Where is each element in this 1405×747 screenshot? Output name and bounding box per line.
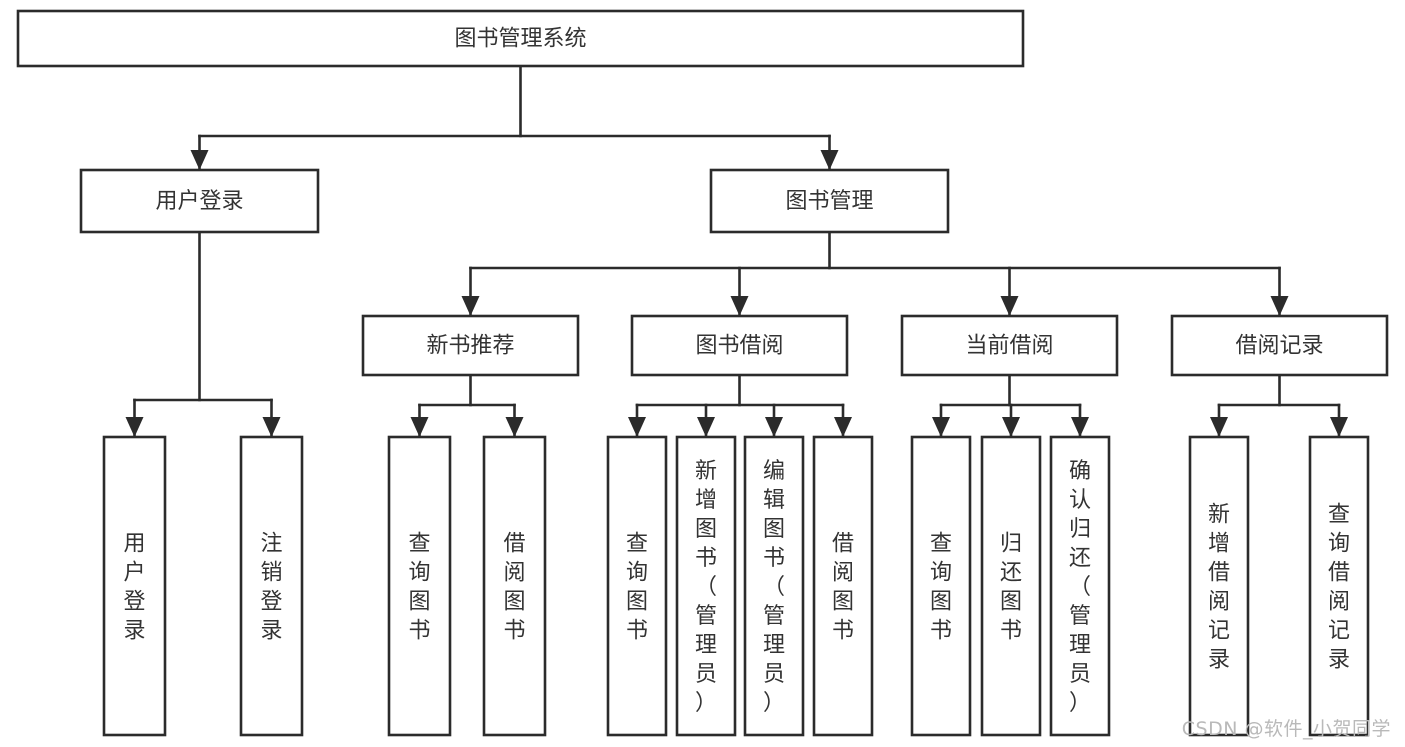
node-label: 新增图书（管理员） <box>695 459 717 716</box>
node-box <box>239 435 304 737</box>
arrow-head-icon <box>410 417 429 437</box>
node-box <box>630 314 849 377</box>
arrow-head-icon <box>1071 417 1089 437</box>
arrow-head-icon <box>1000 296 1019 316</box>
node-label: 借阅图书 <box>832 532 854 644</box>
arrow-head-icon <box>834 417 852 437</box>
node-box <box>709 168 950 234</box>
node-borrow[interactable]: 图书借阅 <box>630 314 849 377</box>
node-box <box>79 168 320 234</box>
node-box <box>1170 314 1389 377</box>
node-box <box>1188 435 1250 737</box>
node-box <box>16 9 1025 68</box>
connector-lines-layer <box>125 64 1348 439</box>
arrow-head-icon <box>125 417 144 437</box>
node-box <box>900 314 1119 377</box>
node-label: 当前借阅 <box>965 334 1053 359</box>
node-newbook[interactable]: 新书推荐 <box>361 314 580 377</box>
node-box <box>482 435 547 737</box>
arrow-head-icon <box>1330 417 1348 437</box>
node-label: 借阅记录 <box>1235 334 1323 359</box>
node-leaf2[interactable]: 注销登录 <box>239 435 304 737</box>
arrow-head-icon <box>1002 417 1020 437</box>
node-record[interactable]: 借阅记录 <box>1170 314 1389 377</box>
node-leaf7[interactable]: 编辑图书（管理员） <box>743 435 805 737</box>
node-label: 图书借阅 <box>695 334 783 359</box>
node-leaf8[interactable]: 借阅图书 <box>812 435 874 737</box>
arrow-head-icon <box>1210 417 1228 437</box>
arrow-head-icon <box>765 417 783 437</box>
node-label: 确认归还（管理员） <box>1069 459 1091 716</box>
node-label: 用户登录 <box>155 189 243 214</box>
arrow-head-icon <box>628 417 646 437</box>
node-bookmgmt[interactable]: 图书管理 <box>709 168 950 234</box>
node-box <box>675 435 737 737</box>
arrow-head-icon <box>461 296 480 316</box>
node-box <box>1308 435 1370 737</box>
node-leaf13[interactable]: 查询借阅记录 <box>1308 435 1370 737</box>
arrow-head-icon <box>262 417 281 437</box>
node-box <box>980 435 1042 737</box>
node-label: 查询图书 <box>930 532 952 644</box>
node-leaf12[interactable]: 新增借阅记录 <box>1188 435 1250 737</box>
node-label: 新增借阅记录 <box>1208 503 1230 673</box>
node-label: 查询图书 <box>626 532 648 644</box>
nodes-layer: 图书管理系统用户登录图书管理新书推荐图书借阅当前借阅借阅记录用户登录注销登录查询… <box>16 9 1389 737</box>
node-leaf4[interactable]: 借阅图书 <box>482 435 547 737</box>
arrow-head-icon <box>932 417 950 437</box>
node-leaf5[interactable]: 查询图书 <box>606 435 668 737</box>
arrow-head-icon <box>190 150 209 170</box>
node-label: 编辑图书（管理员） <box>763 459 785 716</box>
node-box <box>910 435 972 737</box>
node-label: 新书推荐 <box>426 334 514 359</box>
node-label: 归还图书 <box>1000 532 1022 644</box>
node-leaf9[interactable]: 查询图书 <box>910 435 972 737</box>
node-label: 图书管理系统 <box>454 27 586 52</box>
arrow-head-icon <box>1270 296 1289 316</box>
node-leaf1[interactable]: 用户登录 <box>102 435 167 737</box>
node-label: 查询图书 <box>408 532 430 644</box>
node-label: 图书管理 <box>785 189 873 214</box>
node-root[interactable]: 图书管理系统 <box>16 9 1025 68</box>
arrow-head-icon <box>697 417 715 437</box>
node-box <box>743 435 805 737</box>
node-box <box>361 314 580 377</box>
node-label: 注销登录 <box>260 532 282 644</box>
arrow-head-icon <box>820 150 839 170</box>
arrow-head-icon <box>505 417 524 437</box>
node-box <box>387 435 452 737</box>
node-leaf6[interactable]: 新增图书（管理员） <box>675 435 737 737</box>
node-leaf11[interactable]: 确认归还（管理员） <box>1049 435 1111 737</box>
node-login[interactable]: 用户登录 <box>79 168 320 234</box>
node-label: 用户登录 <box>123 532 145 644</box>
arrow-head-icon <box>730 296 749 316</box>
node-leaf10[interactable]: 归还图书 <box>980 435 1042 737</box>
node-box <box>102 435 167 737</box>
node-label: 查询借阅记录 <box>1328 503 1350 673</box>
node-leaf3[interactable]: 查询图书 <box>387 435 452 737</box>
node-box <box>606 435 668 737</box>
node-box <box>812 435 874 737</box>
node-label: 借阅图书 <box>503 532 525 644</box>
node-current[interactable]: 当前借阅 <box>900 314 1119 377</box>
node-box <box>1049 435 1111 737</box>
